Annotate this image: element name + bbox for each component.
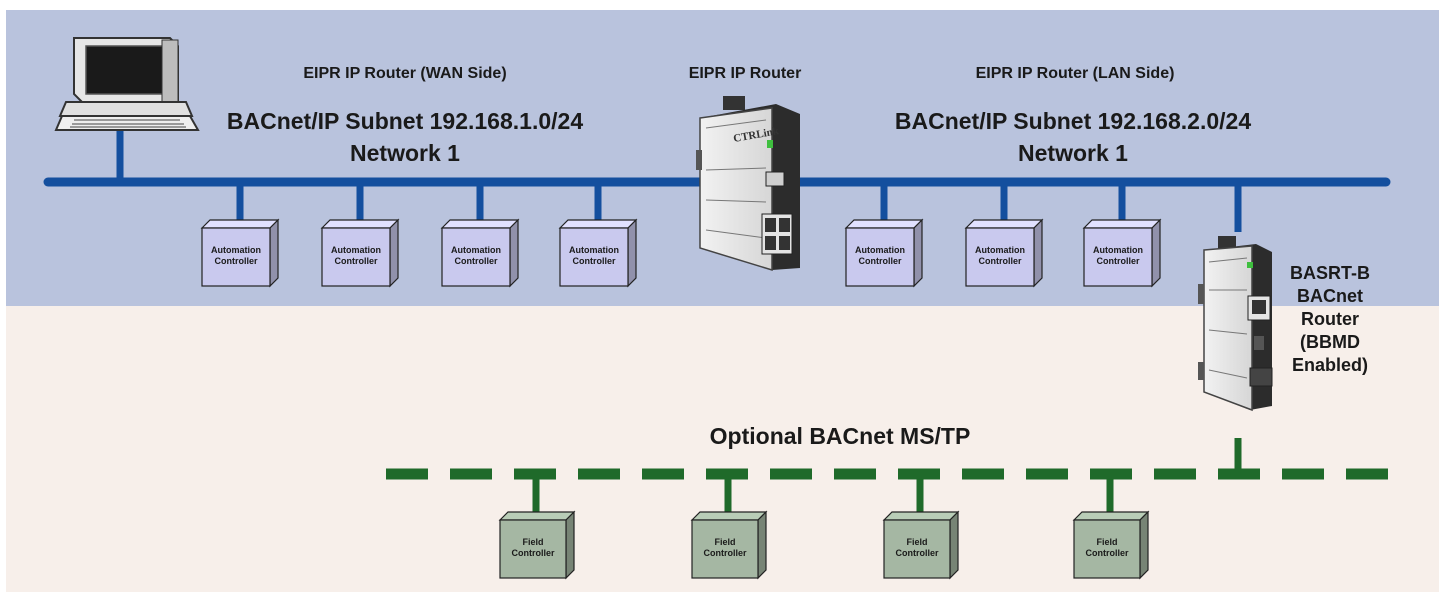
field-controller-label-line: Field (714, 537, 736, 547)
field-controller-box (1072, 510, 1150, 580)
automation-controller-label-line: Automation (569, 245, 619, 255)
field-controller-label-line: Controller (703, 548, 747, 558)
field-controller-box (882, 510, 960, 580)
automation-controller-label-line: Automation (211, 245, 261, 255)
automation-controller-box (558, 218, 638, 288)
automation-controller-label-line: Controller (1096, 256, 1140, 266)
basrt-label-line: Router (1301, 309, 1359, 329)
basrt-label-line: (BBMD (1300, 332, 1360, 352)
computer-icon (54, 37, 200, 182)
automation-controller-label-line: Controller (858, 256, 902, 266)
field-controller-label-line: Controller (511, 548, 555, 558)
subnet-left-label: BACnet/IP Subnet 192.168.1.0/24 (226, 108, 584, 134)
field-controller-box (690, 510, 768, 580)
automation-controller-label-line: Controller (334, 256, 378, 266)
field-controller-label-line: Controller (1085, 548, 1129, 558)
automation-controller-label-line: Controller (978, 256, 1022, 266)
automation-controller-label-line: Automation (451, 245, 501, 255)
basrt-label: BASRT-B BACnet Router (BBMD Enabled) (1278, 262, 1382, 377)
basrt-label-line: BASRT-B (1290, 263, 1370, 283)
automation-controller-box (964, 218, 1044, 288)
automation-controller-label-line: Controller (572, 256, 616, 266)
network-left-label: Network 1 (350, 140, 460, 166)
wan-side-label: EIPR IP Router (WAN Side) (303, 65, 507, 82)
automation-controller-label-line: Controller (454, 256, 498, 266)
mstp-label: Optional BACnet MS/TP (709, 423, 971, 449)
eipr-router-device: CTRLink (696, 96, 800, 272)
automation-controller-box (440, 218, 520, 288)
automation-controller-box (320, 218, 400, 288)
field-controller-label-line: Controller (895, 548, 939, 558)
automation-controller-label-line: Automation (331, 245, 381, 255)
field-controller-label-line: Field (1096, 537, 1118, 547)
automation-controller-box (1082, 218, 1162, 288)
automation-controller-box (844, 218, 924, 288)
automation-controller-label-line: Controller (214, 256, 258, 266)
basrt-label-line: Enabled) (1291, 355, 1368, 375)
lan-side-label: EIPR IP Router (LAN Side) (975, 65, 1175, 82)
basrt-router-device (1198, 236, 1273, 412)
field-controller-label-line: Field (522, 537, 544, 547)
field-controller-box (498, 510, 576, 580)
automation-controller-label-line: Automation (1093, 245, 1143, 255)
field-controller-label-line: Field (906, 537, 928, 547)
basrt-label-line: BACnet (1297, 286, 1363, 306)
router-label: EIPR IP Router (688, 65, 802, 82)
network-right-label: Network 1 (1018, 140, 1128, 166)
automation-controller-label-line: Automation (975, 245, 1025, 255)
subnet-right-label: BACnet/IP Subnet 192.168.2.0/24 (894, 108, 1252, 134)
automation-controller-box (200, 218, 280, 288)
automation-controller-label-line: Automation (855, 245, 905, 255)
